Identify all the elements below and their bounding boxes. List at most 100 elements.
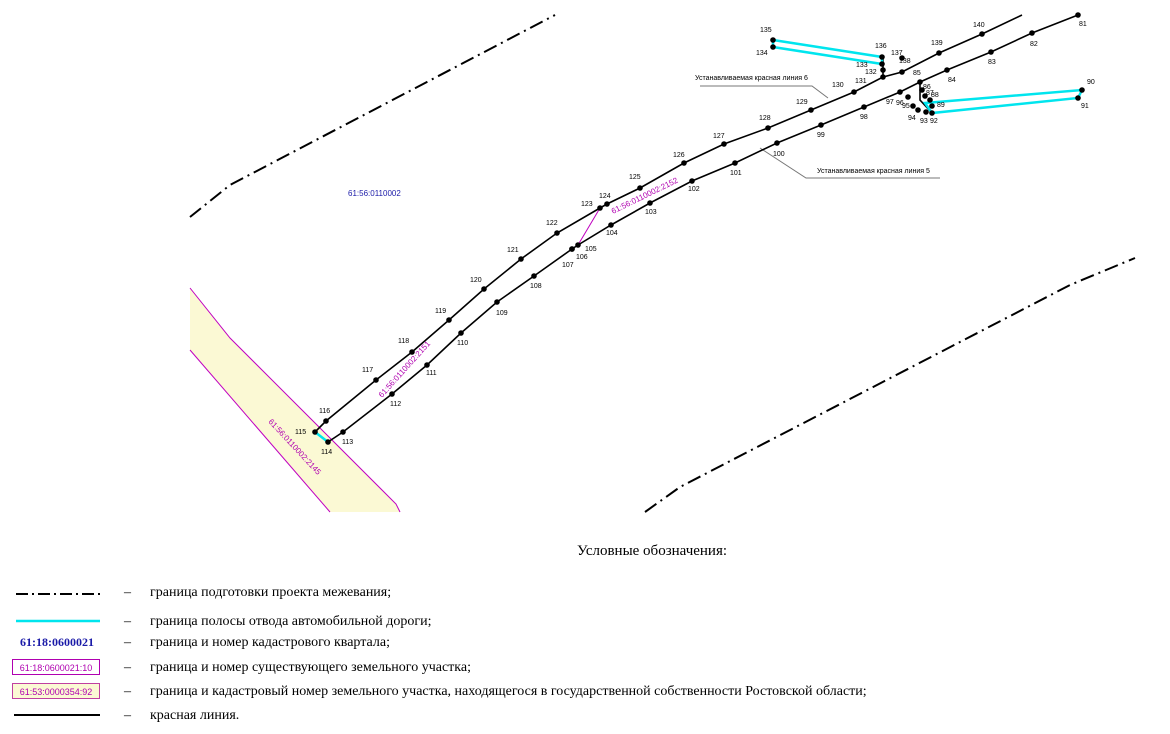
point-marker-127 bbox=[721, 141, 727, 147]
point-marker-129 bbox=[808, 107, 814, 113]
point-marker-91 bbox=[1075, 95, 1081, 101]
point-marker-108 bbox=[531, 273, 537, 279]
point-marker-107 bbox=[569, 246, 575, 252]
point-marker-93 bbox=[923, 109, 929, 115]
state-parcel-box-symbol: 61:53:0000354:92 bbox=[12, 682, 104, 704]
state-parcel-sample: 61:53:0000354:92 bbox=[12, 683, 100, 699]
point-marker-123 bbox=[597, 205, 603, 211]
legend-item-project-boundary: – граница подготовки проекта межевания; bbox=[0, 583, 1170, 605]
point-label-130: 130 bbox=[832, 82, 844, 89]
point-label-116: 116 bbox=[319, 408, 330, 415]
point-label-110: 110 bbox=[457, 340, 468, 347]
point-label-87: 87 bbox=[926, 90, 934, 97]
point-label-97: 97 bbox=[886, 99, 894, 106]
point-marker-137 bbox=[899, 55, 905, 61]
dash-dot-line-symbol bbox=[16, 593, 102, 595]
point-label-131: 131 bbox=[855, 78, 867, 85]
point-marker-96 bbox=[905, 94, 911, 100]
legend-text: граница и номер кадастрового квартала; bbox=[150, 635, 390, 650]
point-label-113: 113 bbox=[342, 439, 353, 446]
legend-title: Условные обозначения: bbox=[577, 543, 728, 559]
point-label-109: 109 bbox=[496, 310, 508, 317]
point-label-132: 132 bbox=[865, 69, 877, 76]
point-label-111: 111 bbox=[426, 370, 437, 377]
point-label-99: 99 bbox=[817, 132, 825, 139]
point-label-135: 135 bbox=[760, 27, 772, 34]
project-boundary-top bbox=[189, 14, 556, 218]
point-marker-103 bbox=[647, 200, 653, 206]
point-label-107: 107 bbox=[562, 262, 574, 269]
point-markers: 8182838485868788899091929394959697989910… bbox=[295, 12, 1095, 456]
point-marker-120 bbox=[481, 286, 487, 292]
legend-item-state-parcel: 61:53:0000354:92 – граница и кадастровый… bbox=[0, 682, 1170, 704]
point-label-90: 90 bbox=[1087, 79, 1095, 86]
point-marker-81 bbox=[1075, 12, 1081, 18]
legend-dash: – bbox=[124, 660, 131, 675]
point-label-121: 121 bbox=[507, 247, 519, 254]
point-marker-125 bbox=[637, 185, 643, 191]
point-marker-115 bbox=[312, 429, 318, 435]
legend-item-red-line: – красная линия. bbox=[0, 706, 1170, 728]
quarter-number-symbol: 61:18:0600021 bbox=[12, 633, 104, 655]
point-label-128: 128 bbox=[759, 115, 771, 122]
callout-red-line-6: Устанавливаемая красная линия 6 bbox=[695, 75, 808, 82]
point-label-123: 123 bbox=[581, 201, 593, 208]
point-label-124: 124 bbox=[599, 193, 611, 200]
parcel-label-2151: 61:56:0110002:2151 bbox=[377, 339, 433, 400]
point-marker-111 bbox=[424, 362, 430, 368]
red-line-lower bbox=[327, 14, 1079, 443]
point-marker-100 bbox=[774, 140, 780, 146]
legend-dash: – bbox=[124, 614, 131, 629]
point-label-98: 98 bbox=[860, 114, 868, 121]
quarter-label: 61:56:0110002 bbox=[348, 189, 401, 198]
point-label-114: 114 bbox=[321, 449, 332, 456]
point-label-117: 117 bbox=[362, 367, 373, 374]
legend-dash: – bbox=[124, 684, 131, 699]
quarter-sample: 61:18:0600021 bbox=[20, 635, 94, 649]
legend-dash: – bbox=[124, 585, 131, 600]
point-marker-102 bbox=[689, 178, 695, 184]
point-label-138: 138 bbox=[899, 58, 911, 65]
point-marker-112 bbox=[389, 391, 395, 397]
point-marker-105 bbox=[575, 242, 581, 248]
point-label-122: 122 bbox=[546, 220, 558, 227]
point-label-126: 126 bbox=[673, 152, 685, 159]
point-marker-131 bbox=[880, 74, 886, 80]
legend-item-cadastral-quarter: 61:18:0600021 – граница и номер кадастро… bbox=[0, 633, 1170, 655]
point-marker-110 bbox=[458, 330, 464, 336]
callout-red-line-5: Устанавливаемая красная линия 5 bbox=[817, 168, 930, 175]
point-label-93: 93 bbox=[920, 118, 928, 125]
legend-text: граница полосы отвода автомобильной доро… bbox=[150, 614, 432, 629]
point-label-81: 81 bbox=[1079, 21, 1087, 28]
point-marker-89 bbox=[929, 103, 935, 109]
point-marker-98 bbox=[861, 104, 867, 110]
point-marker-82 bbox=[1029, 30, 1035, 36]
point-label-103: 103 bbox=[645, 209, 657, 216]
point-marker-114 bbox=[325, 439, 331, 445]
point-label-118: 118 bbox=[398, 338, 409, 345]
point-label-115: 115 bbox=[295, 429, 306, 436]
road-strip-north bbox=[771, 38, 884, 66]
point-marker-86 bbox=[919, 87, 925, 93]
point-marker-109 bbox=[494, 299, 500, 305]
point-marker-83 bbox=[988, 49, 994, 55]
point-label-86: 86 bbox=[923, 84, 931, 91]
point-label-120: 120 bbox=[470, 277, 482, 284]
point-marker-121 bbox=[518, 256, 524, 262]
point-label-127: 127 bbox=[713, 133, 725, 140]
point-marker-140 bbox=[979, 31, 985, 37]
point-marker-97 bbox=[897, 89, 903, 95]
legend-dash: – bbox=[124, 708, 131, 723]
state-parcel-boundary-lower bbox=[189, 349, 331, 513]
point-marker-138 bbox=[899, 69, 905, 75]
point-marker-119 bbox=[446, 317, 452, 323]
cyan-line-symbol bbox=[16, 619, 100, 623]
solid-line-symbol bbox=[14, 714, 100, 716]
state-parcel-area bbox=[190, 288, 400, 512]
point-label-133: 133 bbox=[856, 62, 868, 69]
point-marker-104 bbox=[608, 222, 614, 228]
point-label-89: 89 bbox=[937, 102, 945, 109]
point-label-125: 125 bbox=[629, 174, 641, 181]
legend-dash: – bbox=[124, 635, 131, 650]
point-label-84: 84 bbox=[948, 77, 956, 84]
